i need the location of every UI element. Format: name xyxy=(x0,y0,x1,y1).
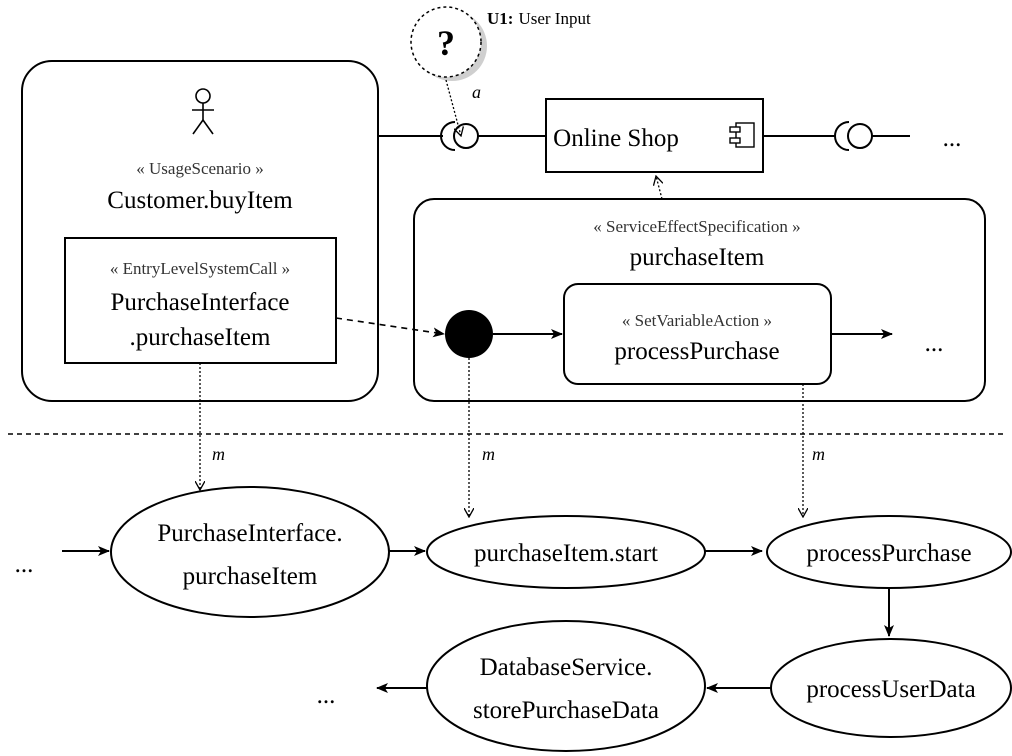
component-icon xyxy=(729,122,755,148)
node-database-service-line1: DatabaseService. xyxy=(480,654,653,681)
seff-stereotype: « ServiceEffectSpecification » xyxy=(593,217,800,236)
node-purchase-interface-line2: purchaseItem xyxy=(183,563,318,590)
node-process-purchase-label: processPurchase xyxy=(806,540,971,567)
entry-call-stereotype: « EntryLevelSystemCall » xyxy=(110,259,290,278)
mapping-label-1: m xyxy=(212,444,225,464)
action-stereotype: « SetVariableAction » xyxy=(622,311,772,330)
node-process-user-data-label: processUserData xyxy=(806,676,975,703)
provided-interface-lollipop xyxy=(453,123,479,149)
entry-call-to-start-link xyxy=(335,317,445,338)
uncertainty-arrow-label: a xyxy=(472,82,481,102)
action-name: processPurchase xyxy=(614,338,779,365)
online-shop-component xyxy=(545,98,764,173)
usage-scenario-stereotype: « UsageScenario » xyxy=(136,159,263,178)
set-variable-action-box xyxy=(563,283,832,385)
node-database-service xyxy=(426,620,706,752)
entry-call-name-line2: .purchaseItem xyxy=(130,324,271,351)
required-interface-socket xyxy=(440,121,456,151)
question-symbol: ? xyxy=(437,23,455,63)
uncertainty-caption: U1:User Input xyxy=(487,9,591,28)
action-continuation: ... xyxy=(925,330,944,357)
usage-scenario-name: Customer.buyItem xyxy=(107,187,293,214)
node-database-service-line2: storePurchaseData xyxy=(473,697,659,724)
entry-call-name-line1: PurchaseInterface xyxy=(110,289,289,316)
uncertainty-marker: ? U1:User Input a xyxy=(410,6,591,136)
question-icon xyxy=(410,6,482,78)
node-purchase-interface xyxy=(110,486,390,618)
entry-call-box xyxy=(64,237,337,364)
flow-graph: ... PurchaseInterface. purchaseItem purc… xyxy=(15,486,1012,752)
required-interface-socket-right xyxy=(834,121,850,151)
flow-tail-ellipsis: ... xyxy=(317,682,336,709)
component-continuation: ... xyxy=(943,125,962,152)
seff-name: purchaseItem xyxy=(630,244,765,271)
actor-icon xyxy=(192,88,214,135)
node-purchase-item-start-label: purchaseItem.start xyxy=(474,540,658,567)
component-name: Online Shop xyxy=(553,125,679,152)
node-purchase-interface-line1: PurchaseInterface. xyxy=(157,520,342,547)
seff-to-component-arrow xyxy=(656,176,662,200)
flow-lead-ellipsis: ... xyxy=(15,551,34,578)
component-connection: Online Shop ... xyxy=(378,98,962,173)
mapping-label-3: m xyxy=(812,444,825,464)
mapping-arrows: m m m xyxy=(200,358,825,517)
service-effect-specification: « ServiceEffectSpecification » purchaseI… xyxy=(413,176,986,402)
provided-interface-lollipop-right xyxy=(847,123,873,149)
mapping-label-2: m xyxy=(482,444,495,464)
start-node xyxy=(445,310,493,358)
usage-scenario: « UsageScenario » Customer.buyItem « Ent… xyxy=(21,60,379,402)
